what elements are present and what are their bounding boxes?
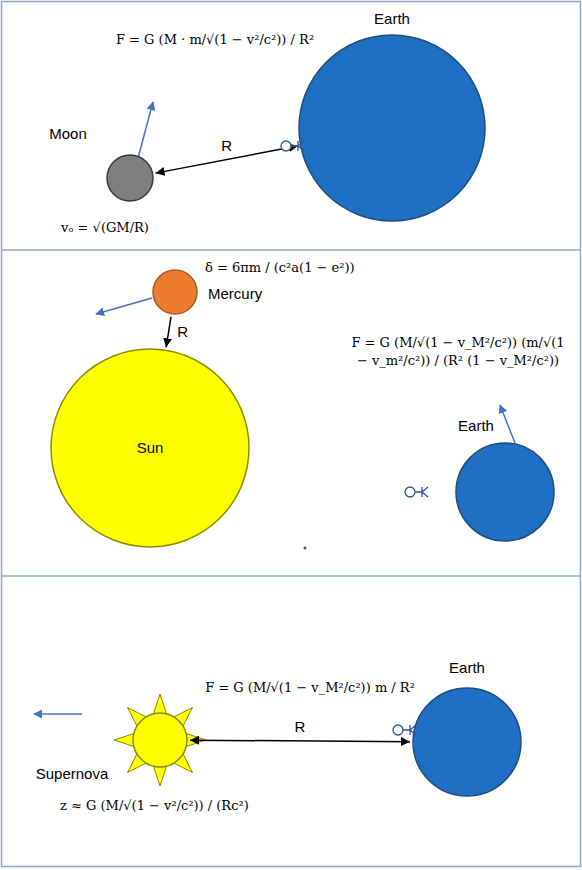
velocity-arrow <box>138 102 153 158</box>
celestial-body: Earth <box>298 34 486 222</box>
supernova-ray <box>154 766 167 786</box>
body-disc <box>413 688 521 796</box>
body-name: Sun <box>137 439 164 457</box>
body-disc <box>133 713 187 767</box>
observer-head <box>405 487 415 497</box>
body-name: Earth <box>458 417 494 435</box>
observer-head <box>281 141 291 151</box>
body-outline <box>132 712 188 768</box>
observer-body <box>403 725 416 735</box>
body-name: Earth <box>449 659 485 677</box>
edge-label: R <box>221 137 232 155</box>
body-disc <box>299 35 485 221</box>
celestial-body: Supernova <box>132 712 188 768</box>
observer-symbol <box>281 141 304 151</box>
celestial-body: Moon <box>106 154 154 202</box>
celestial-body: Mercury <box>152 269 198 315</box>
formula-text: F = G (M · m/√(1 − v²/c²)) / R² <box>116 31 314 49</box>
body-name: Earth <box>374 10 410 28</box>
body-disc <box>51 349 249 547</box>
supernova-ray <box>154 694 167 714</box>
velocity-arrow <box>96 298 152 314</box>
distance-arrow <box>190 740 410 741</box>
body-name: Moon <box>49 125 87 143</box>
celestial-body: Sun <box>50 348 250 548</box>
body-name: Supernova <box>36 765 109 783</box>
body-disc <box>107 155 153 201</box>
observer-symbol <box>393 725 416 735</box>
edge-label: R <box>295 718 306 736</box>
formula-text: F = G (M/√(1 − v_M²/c²)) m / R² <box>205 679 415 697</box>
body-outline <box>455 442 555 542</box>
observer-body <box>415 487 428 497</box>
body-disc <box>153 270 197 314</box>
formula-text: δ = 6πm / (c²a(1 − e²)) <box>205 259 355 277</box>
formula-text: z ≈ G (M/√(1 − v²/c²)) / (Rc²) <box>60 797 249 815</box>
supernova-ray <box>114 734 134 747</box>
velocity-arrow <box>34 713 82 715</box>
velocity-arrow <box>500 405 515 443</box>
formula-text: vₒ = √(GM/R) <box>61 219 149 237</box>
body-outline <box>412 687 522 797</box>
celestial-body: Earth <box>455 442 555 542</box>
panel-divider <box>2 249 581 251</box>
body-disc <box>456 443 554 541</box>
observer-symbol <box>405 487 428 497</box>
distance-arrow <box>166 317 171 348</box>
formula-text: F = G (M/√(1 − v_M²/c²)) (m/√(1 − v_m²/c… <box>346 334 571 369</box>
edge-label: R <box>177 323 188 341</box>
celestial-body: Earth <box>412 687 522 797</box>
stray-dot <box>304 547 307 550</box>
body-outline <box>152 269 198 315</box>
observer-head <box>393 725 403 735</box>
body-outline <box>298 34 486 222</box>
body-name: Mercury <box>208 285 262 303</box>
panel-divider <box>2 575 581 577</box>
body-outline <box>106 154 154 202</box>
observer-body <box>291 141 304 151</box>
